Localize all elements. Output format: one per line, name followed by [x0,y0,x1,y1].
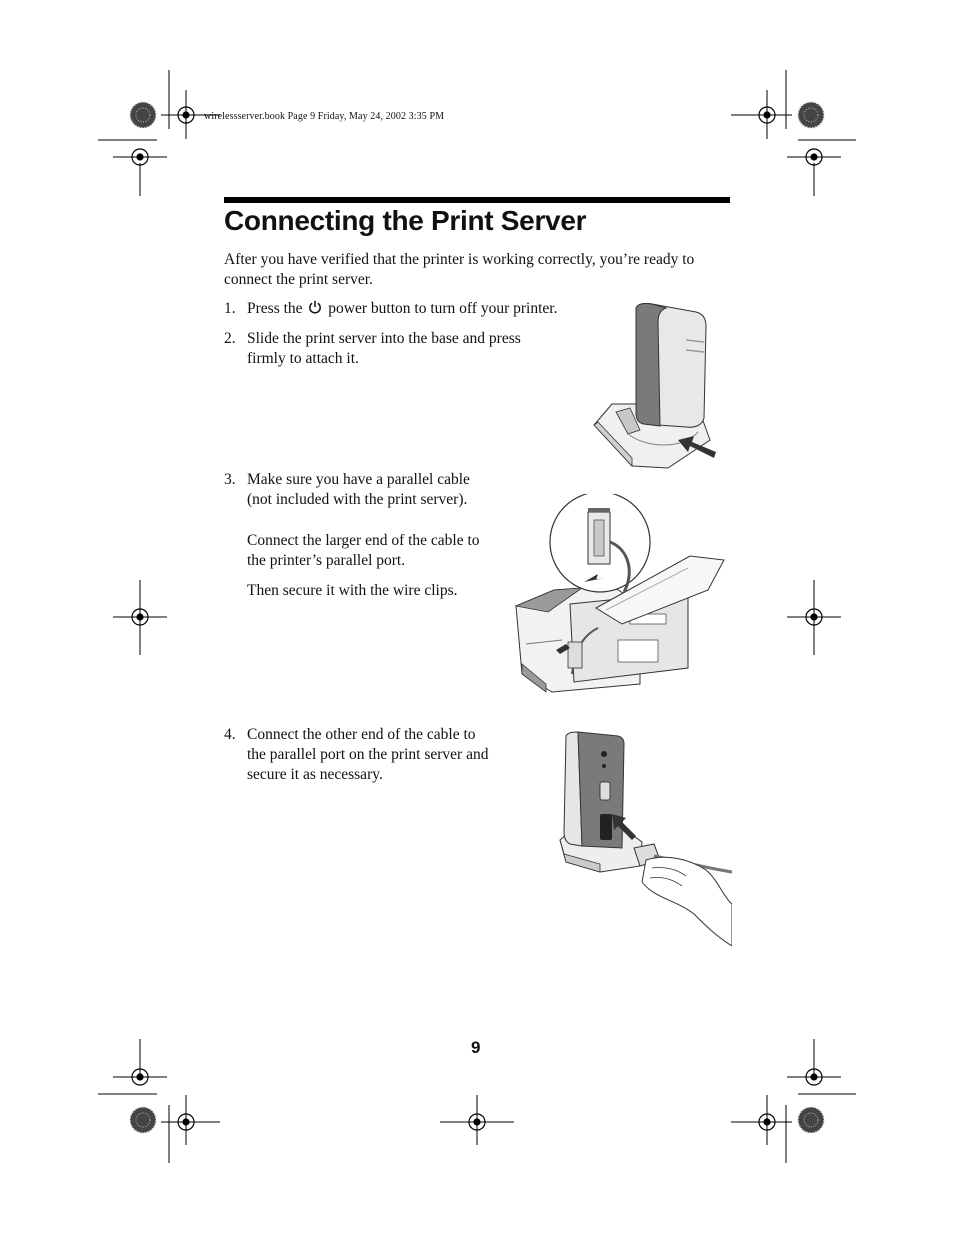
page-title: Connecting the Print Server [224,205,587,236]
page-number: 9 [471,1038,481,1057]
step-2-line: firmly to attach it. [247,350,359,367]
step-4-number: 4. [224,726,236,743]
intro-paragraph: After you have verified that the printer… [224,251,695,288]
step-3-paragraph-3: Then secure it with the wire clips. [247,582,458,599]
step-1-text-before: Press the [247,300,303,317]
step-3-paragraph-2: Connect the larger end of the cable to t… [247,531,480,571]
step-4-line: Connect the other end of the cable to [247,726,476,743]
page-slug: wirelessserver.book Page 9 Friday, May 2… [204,111,445,122]
print-server-cable-connection-illustration [559,731,732,946]
step-4-line: secure it as necessary. [247,766,383,783]
step-3-p2-line: Connect the larger end of the cable to [247,532,480,549]
step-2-line: Slide the print server into the base and… [247,330,521,347]
step-1-text-after: power button to turn off your printer. [328,300,558,317]
step-3-number: 3. [224,471,236,488]
step-4-text: Connect the other end of the cable to th… [247,725,488,785]
step-1-number: 1. [224,300,236,317]
step-3-p2-line: the printer’s parallel port. [247,552,406,569]
step-3-line: (not included with the print server). [247,491,468,508]
step-3-line: Make sure you have a parallel cable [247,471,470,488]
step-1-text: Press the power button to turn off your … [247,299,557,319]
power-icon [309,300,322,314]
print-server-in-base-illustration [593,303,716,469]
step-2-number: 2. [224,330,236,347]
step-4-line: the parallel port on the print server an… [247,746,489,763]
step-3-text: Make sure you have a parallel cable (not… [247,470,470,510]
step-2-text: Slide the print server into the base and… [247,329,521,369]
printer-parallel-port-illustration [514,494,725,693]
title-rule [224,197,730,203]
